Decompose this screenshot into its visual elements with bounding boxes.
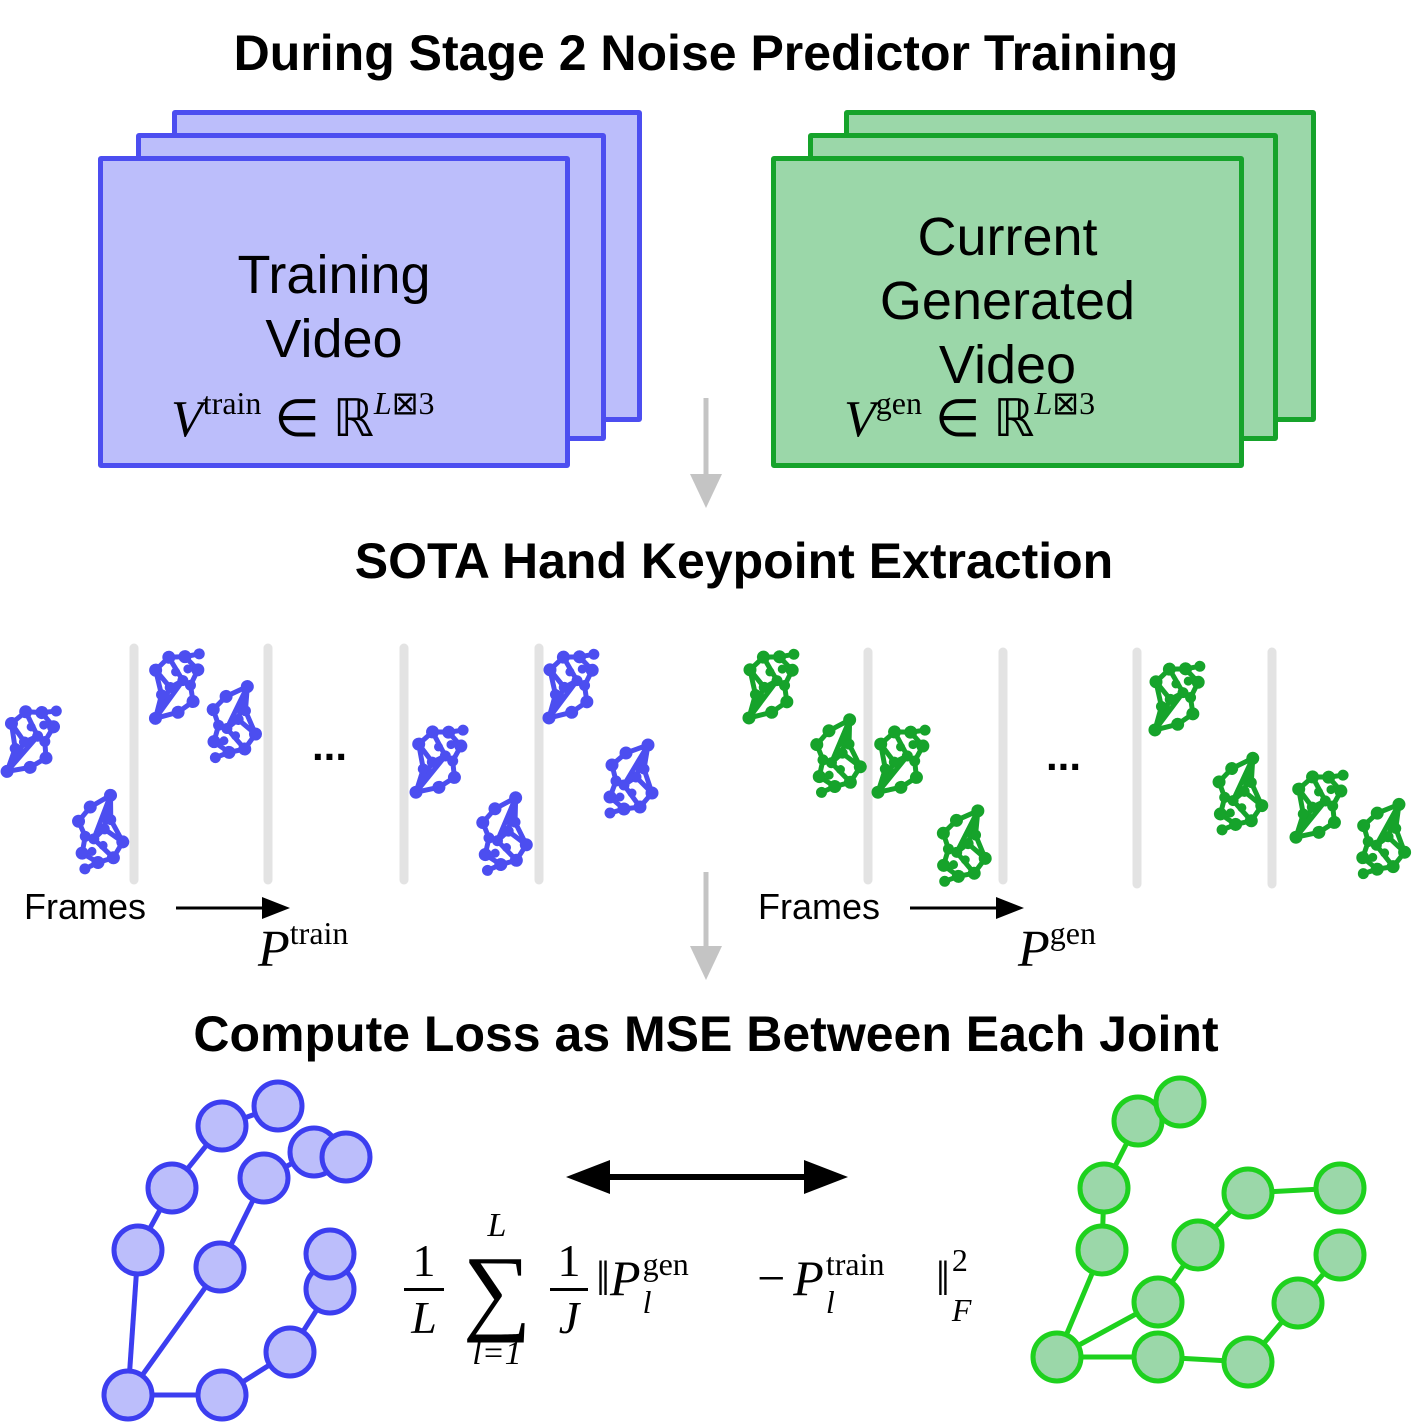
gen-dim-exp: L	[1034, 385, 1053, 421]
gen-formula: Vgen ∈ ℝL⊠3	[844, 385, 1095, 449]
hand-keypoints	[203, 680, 264, 763]
train-in: ∈	[274, 391, 320, 448]
ellipsis-right: ...	[1046, 732, 1082, 779]
formula-P2: P	[793, 1250, 824, 1306]
formula-J: J	[558, 1292, 580, 1343]
hand-keypoints	[1285, 764, 1349, 850]
formula-sum-top: L	[487, 1207, 507, 1244]
p-gen-sup: gen	[1049, 915, 1096, 951]
formula-fraction-bar	[404, 1288, 444, 1291]
train-dim-box: ⊠	[391, 385, 419, 421]
gen-card-line2: Generated	[879, 271, 1136, 331]
formula-P2-sup: train	[825, 1246, 885, 1282]
p-gen-label: Pgen	[1018, 915, 1096, 979]
formula-pow: 2	[951, 1242, 968, 1278]
formula-P2-sub: l	[825, 1284, 835, 1320]
formula-sum: L ∑ l=1	[452, 1208, 542, 1372]
hand-keypoints	[1208, 751, 1270, 835]
formula-minus: −	[757, 1250, 786, 1306]
train-field: ℝ	[332, 391, 374, 448]
formula-sum-bottom: l=1	[472, 1335, 522, 1372]
loss-heading: Compute Loss as MSE Between Each Joint	[193, 1006, 1219, 1062]
gen-dim-box: ⊠	[1052, 385, 1080, 421]
gen-in: ∈	[934, 391, 981, 448]
train-var: V	[171, 391, 203, 448]
down-arrow-icon	[690, 398, 722, 508]
p-train-var: P	[258, 921, 290, 978]
train-formula: Vtrain ∈ ℝL⊠3	[171, 385, 435, 449]
formula-norm-close: ‖	[935, 1250, 950, 1306]
hand-keypoints	[805, 712, 869, 798]
right-arrow-icon	[176, 897, 290, 919]
train-sup: train	[202, 385, 262, 421]
formula-P1-sub: l	[642, 1284, 652, 1320]
formula-one-a: 1	[412, 1235, 436, 1286]
hand-keypoints	[66, 788, 133, 875]
train-card-line2: Video	[265, 309, 403, 369]
gen-dim-num: 3	[1079, 385, 1096, 421]
gen-card-line3: Video	[938, 335, 1077, 395]
formula-frac-2: 1 J	[550, 1236, 588, 1343]
formula-P1: P	[610, 1250, 641, 1306]
double-arrow-icon	[566, 1160, 848, 1194]
gen-var: V	[844, 391, 876, 448]
formula-norm-open: ‖	[596, 1250, 611, 1306]
frames-label-right: Frames	[758, 886, 881, 927]
formula-frac-1: 1 L	[404, 1236, 444, 1343]
right-arrow-icon	[910, 897, 1024, 919]
big-hand-gen	[1030, 1075, 1367, 1389]
hand-keypoints	[934, 804, 993, 887]
frame-separators	[129, 643, 1277, 889]
big-hand-train	[101, 1079, 373, 1422]
formula-one-b: 1	[557, 1235, 581, 1286]
formula-P1-sup: gen	[642, 1246, 689, 1282]
frames-label-left: Frames	[24, 886, 147, 927]
p-train-label: Ptrain	[258, 915, 348, 979]
gen-sup: gen	[875, 385, 922, 421]
train-card-front: Training Video Vtrain ∈ ℝL⊠3	[98, 156, 570, 468]
stage-heading: During Stage 2 Noise Predictor Training	[233, 25, 1179, 81]
p-train-sup: train	[289, 915, 349, 951]
down-arrow-icon	[690, 872, 722, 980]
hand-keypoints	[471, 790, 535, 876]
train-dim-num: 3	[418, 385, 435, 421]
hand-keypoints	[538, 644, 600, 728]
formula-fraction-bar	[550, 1288, 588, 1291]
train-dim-exp: L	[373, 385, 392, 421]
formula-F: F	[951, 1292, 972, 1328]
formula-sigma: ∑	[462, 1236, 532, 1343]
hand-keypoints	[867, 719, 931, 805]
hand-keypoints	[738, 644, 800, 728]
p-gen-var: P	[1018, 921, 1050, 978]
hand-keypoints	[604, 739, 658, 818]
hand-keypoints	[1355, 798, 1412, 879]
hand-keypoints	[1144, 656, 1206, 740]
gen-card-front: Current Generated Video Vgen ∈ ℝL⊠3	[771, 156, 1244, 468]
hand-keypoints	[145, 645, 206, 728]
ellipsis-left: ...	[312, 722, 348, 769]
gen-card-line1: Current	[917, 207, 1098, 267]
train-card-line1: Training	[237, 245, 431, 305]
gen-field: ℝ	[993, 391, 1035, 448]
extraction-heading: SOTA Hand Keypoint Extraction	[354, 533, 1114, 589]
hand-keypoints	[405, 719, 469, 805]
formula-L: L	[411, 1292, 437, 1343]
hand-keypoints	[0, 698, 63, 785]
